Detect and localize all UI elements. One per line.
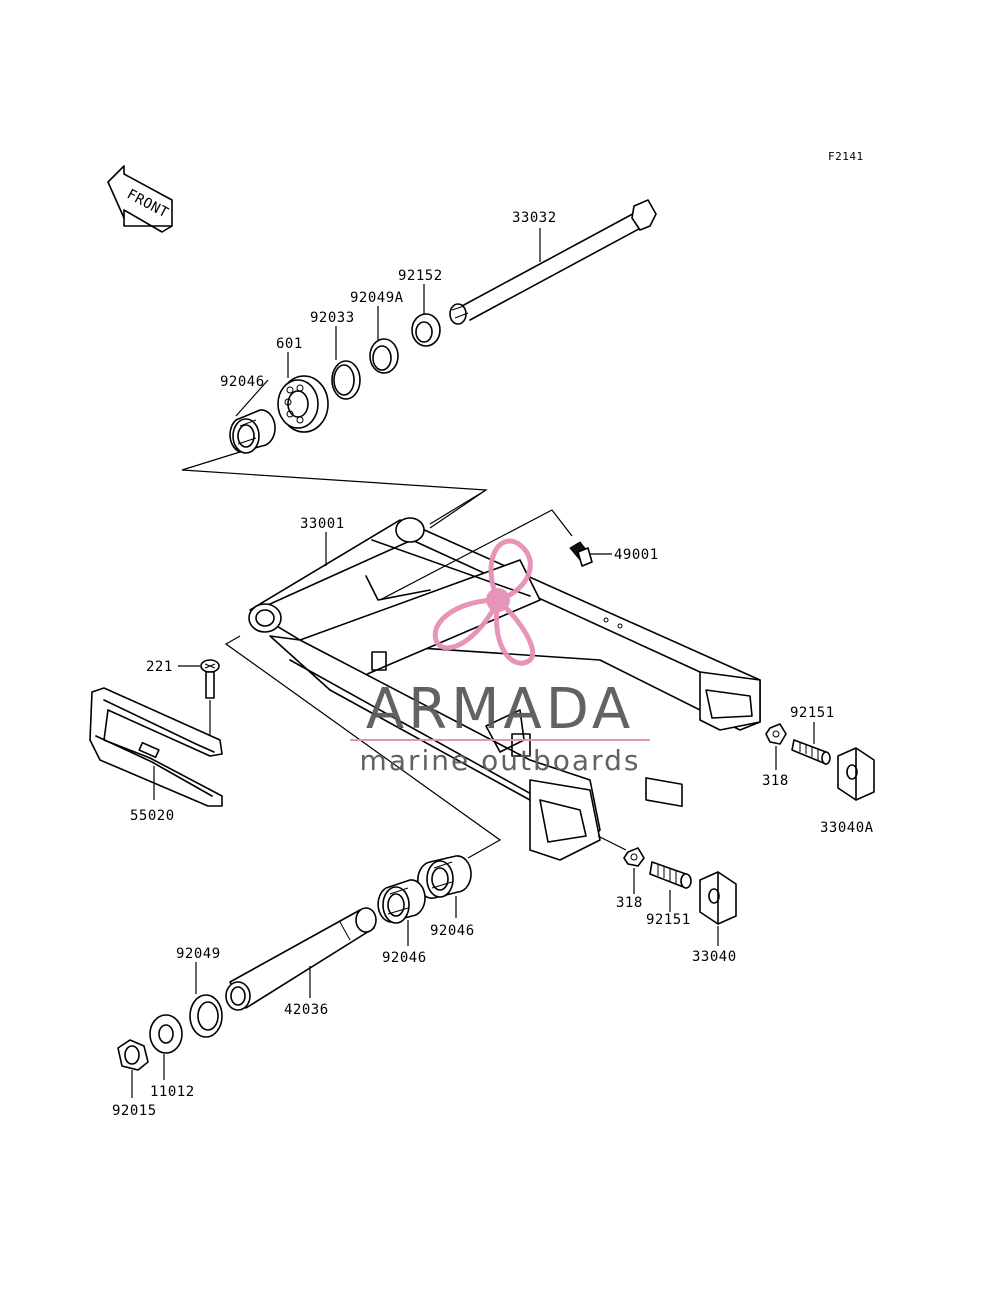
label-92049: 92049: [176, 946, 221, 962]
label-318-right: 318: [762, 773, 789, 789]
label-11012: 11012: [150, 1084, 195, 1100]
needle-bearing-bottom-1-part[interactable]: [377, 879, 426, 924]
seal-part[interactable]: [369, 338, 399, 374]
label-92049A: 92049A: [350, 290, 404, 306]
label-92033: 92033: [310, 310, 355, 326]
propeller-logo-icon: [432, 538, 536, 666]
watermark-tagline: marine outboards: [360, 744, 641, 777]
label-55020: 55020: [130, 808, 175, 824]
label-92151-right: 92151: [790, 705, 835, 721]
grease-nipple-part[interactable]: [569, 541, 593, 567]
label-221: 221: [146, 659, 173, 675]
label-33032: 33032: [512, 210, 557, 226]
chain-guard-part[interactable]: [89, 687, 223, 807]
label-601: 601: [276, 336, 303, 352]
label-49001: 49001: [614, 547, 659, 563]
seal-bottom-part[interactable]: [189, 994, 223, 1038]
nut-bottom-part[interactable]: [623, 847, 645, 867]
label-92046-b2: 92046: [430, 923, 475, 939]
screw-part[interactable]: [200, 659, 220, 699]
adjuster-block-right-part[interactable]: [837, 747, 875, 801]
label-92046-b1: 92046: [382, 950, 427, 966]
label-42036: 42036: [284, 1002, 329, 1018]
label-92046-top: 92046: [220, 374, 265, 390]
needle-bearing-top-part[interactable]: [229, 409, 276, 454]
watermark-brand: ARMADA: [366, 677, 634, 742]
watermark: ARMADA marine outboards: [350, 538, 650, 777]
swingarm-part[interactable]: [248, 517, 761, 861]
ball-bearing-part[interactable]: [277, 375, 329, 433]
label-92015: 92015: [112, 1103, 157, 1119]
snap-ring-part[interactable]: [331, 360, 361, 400]
label-33040A: 33040A: [820, 820, 874, 836]
collar-part[interactable]: [411, 313, 441, 347]
bolt-bottom-part[interactable]: [649, 861, 692, 889]
adjuster-block-bottom-part[interactable]: [699, 871, 737, 925]
label-92151-bottom: 92151: [646, 912, 691, 928]
needle-bearing-bottom-2-part[interactable]: [417, 855, 472, 899]
figure-code: F2141: [828, 150, 864, 163]
label-318-bottom: 318: [616, 895, 643, 911]
nut-right-part[interactable]: [765, 723, 787, 745]
axle-part[interactable]: [449, 199, 657, 325]
front-arrow-icon: FRONT: [107, 165, 173, 233]
sleeve-part[interactable]: [225, 907, 377, 1011]
bolt-right-part[interactable]: [791, 739, 831, 765]
label-33001: 33001: [300, 516, 345, 532]
label-92152: 92152: [398, 268, 443, 284]
washer-part[interactable]: [149, 1014, 183, 1054]
label-33040: 33040: [692, 949, 737, 965]
axle-nut-part[interactable]: [117, 1039, 149, 1071]
